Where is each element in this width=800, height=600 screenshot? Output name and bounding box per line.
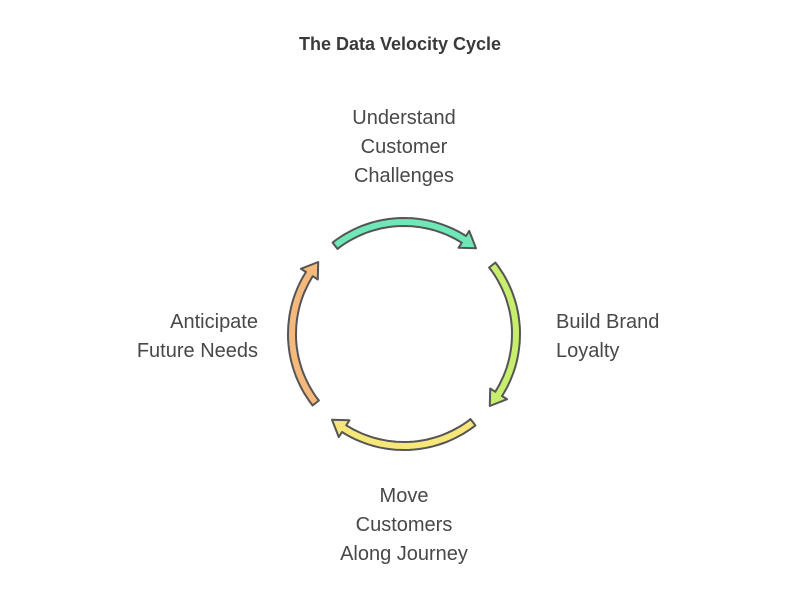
arrow-journey-icon	[331, 418, 477, 451]
label-line: Build Brand	[556, 311, 660, 333]
label-line: Anticipate	[170, 311, 258, 333]
diagram-title: The Data Velocity Cycle	[298, 34, 502, 54]
label-line: Along Journey	[340, 543, 468, 565]
step-label-loyalty: Build Brand Loyalty	[556, 308, 659, 366]
step-label-anticipate: Anticipate Future Needs	[60, 308, 258, 366]
label-line: Loyalty	[556, 340, 620, 362]
arrow-loyalty-icon	[488, 261, 521, 407]
label-line: Customer	[360, 136, 448, 158]
step-label-journey: Move Customers Along Journey	[300, 482, 508, 569]
step-label-understand: Understand Customer Challenges	[300, 104, 508, 191]
arrow-anticipate-icon	[287, 261, 320, 407]
label-line: Understand	[352, 107, 456, 129]
arrow-understand-icon	[331, 217, 477, 250]
label-line: Future Needs	[136, 340, 258, 362]
label-line: Move	[379, 485, 429, 507]
label-line: Challenges	[353, 165, 455, 187]
label-line: Customers	[355, 514, 453, 536]
